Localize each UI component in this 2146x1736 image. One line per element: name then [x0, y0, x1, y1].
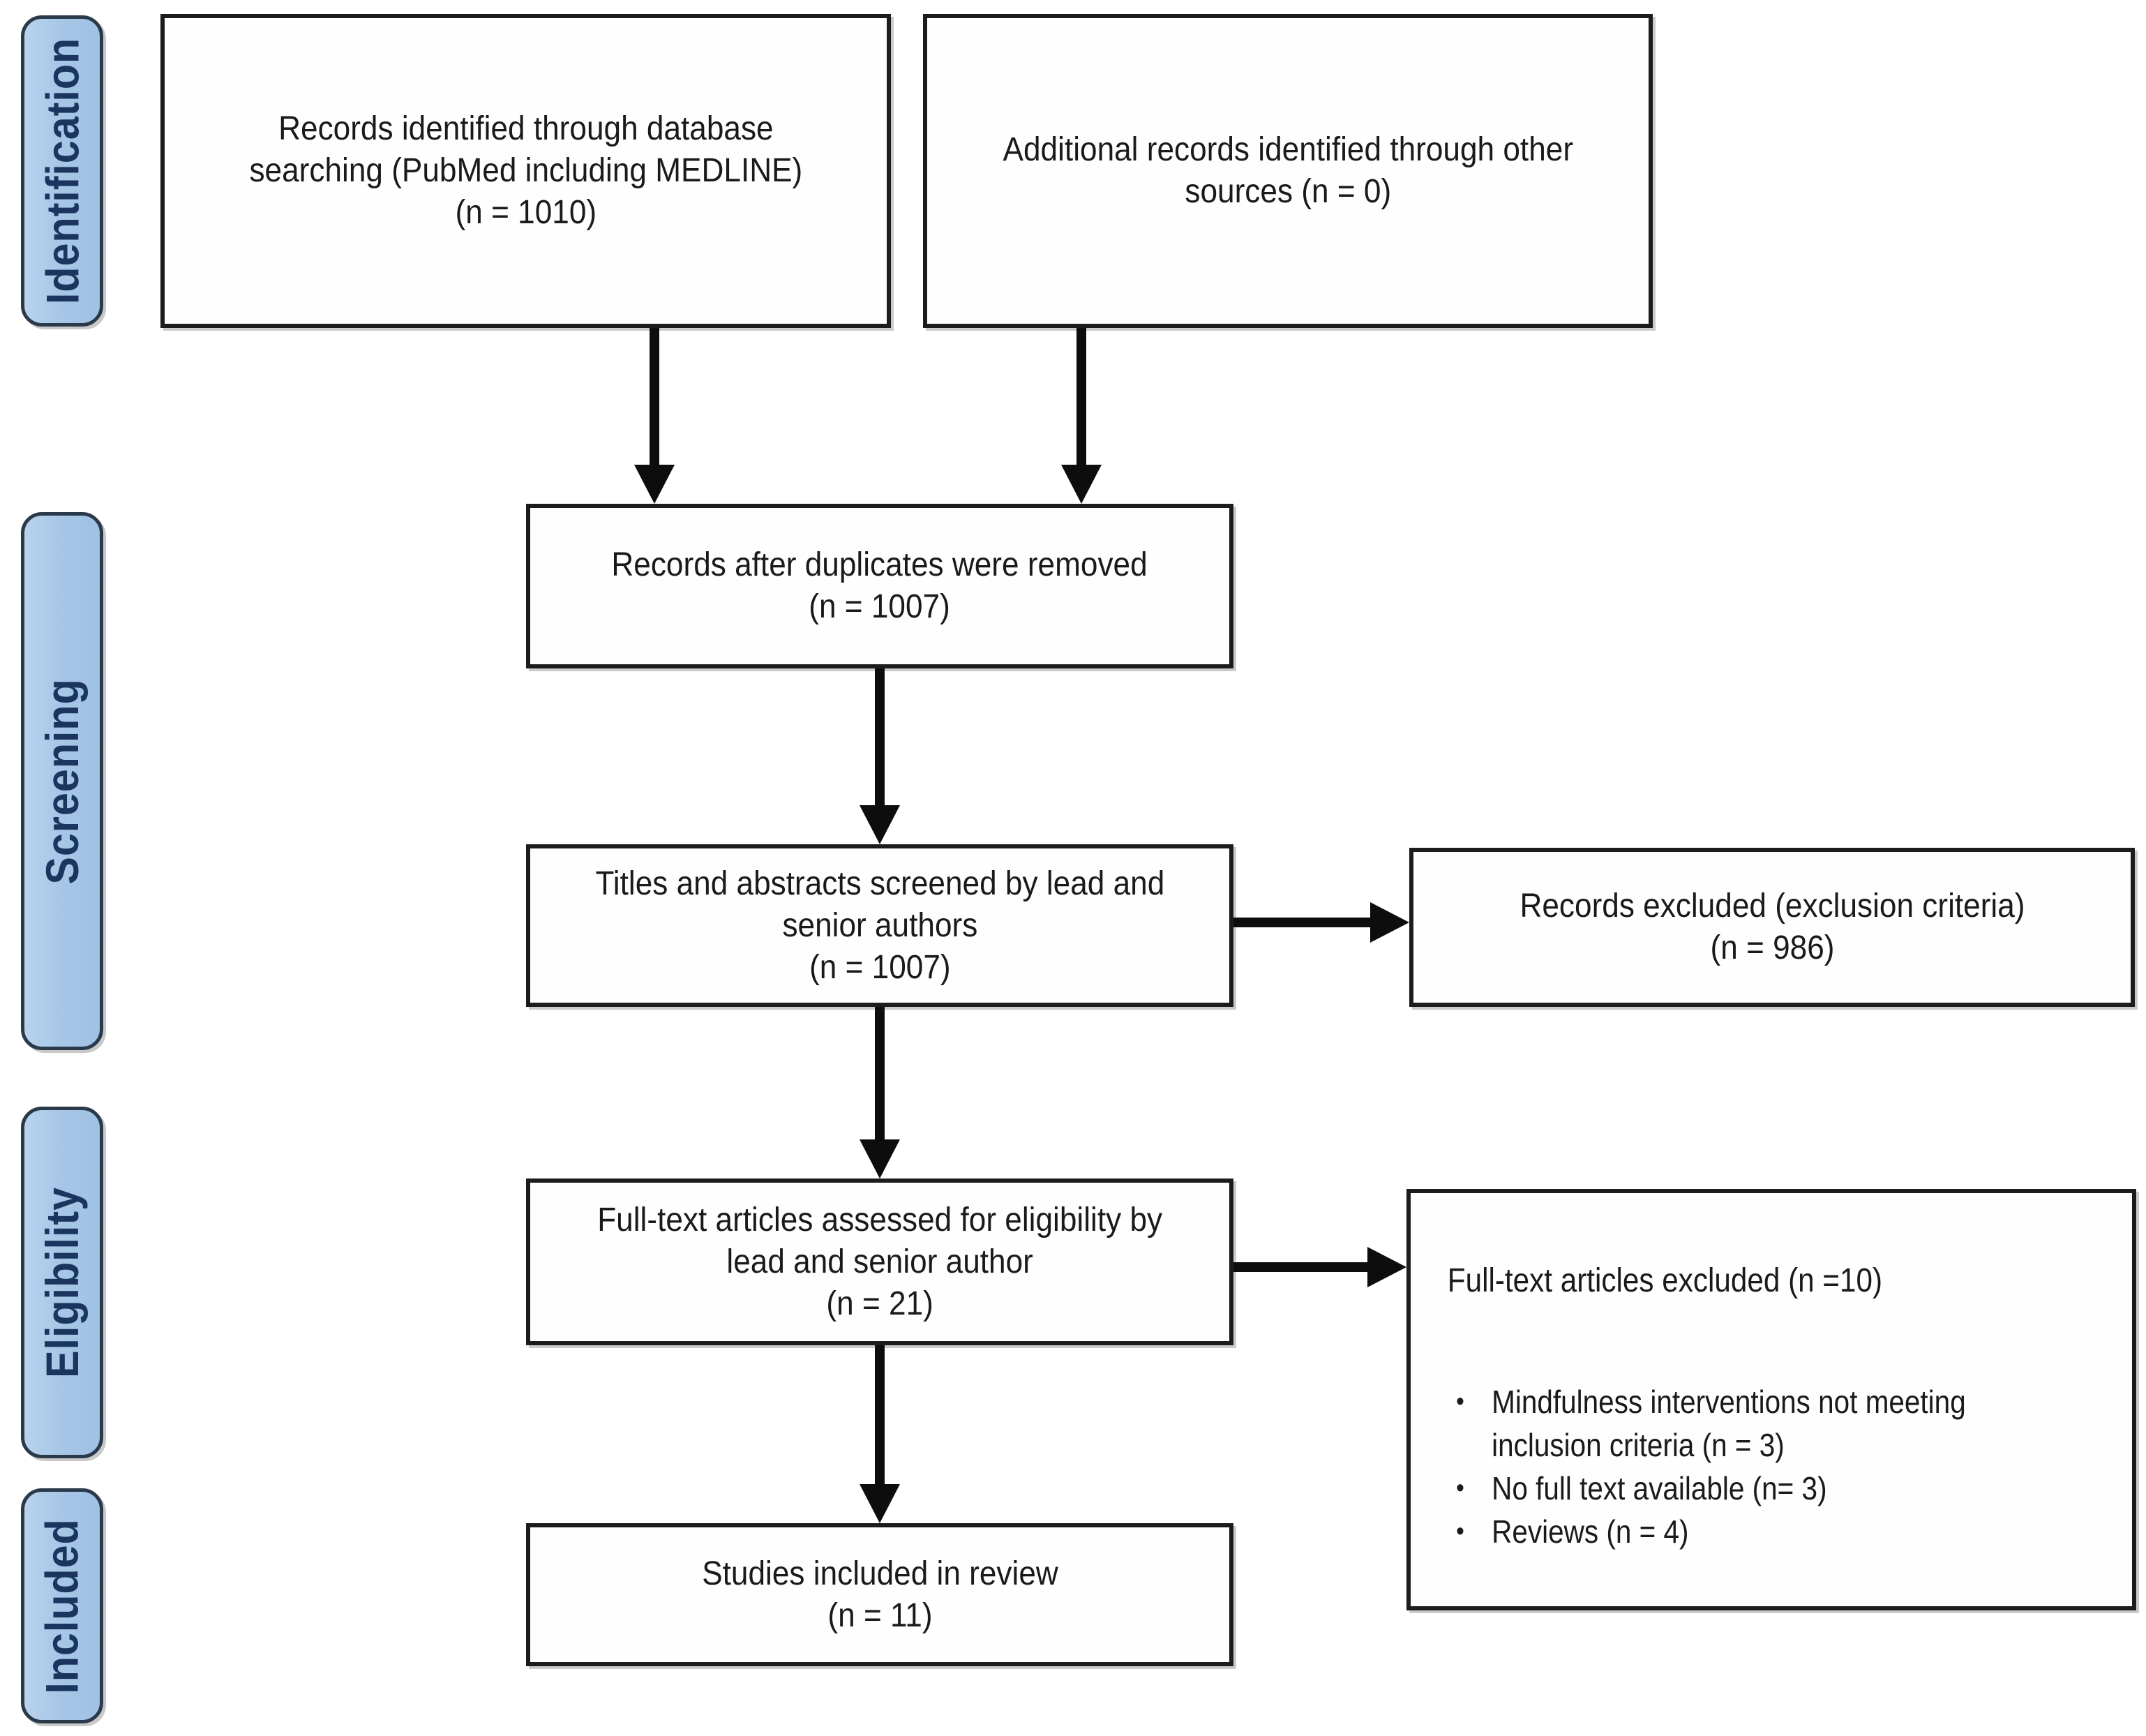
arrow-line	[875, 668, 885, 809]
box-fulltext-assessed: Full-text articles assessed for eligibil…	[526, 1178, 1233, 1345]
list-item: • Reviews (n = 4)	[1448, 1510, 2046, 1553]
stage-label-screening-text: Screening	[36, 678, 89, 885]
arrow-down-screened-to-fulltext	[860, 1007, 900, 1178]
box-duplicates-removed-text: Records after duplicates were removed (n…	[611, 546, 1148, 625]
arrow-head-down-icon	[860, 805, 900, 844]
bullet-icon: •	[1456, 1387, 1464, 1416]
arrow-head-down-icon	[634, 465, 675, 504]
arrow-head-right-icon	[1370, 902, 1409, 943]
box-additional-records: Additional records identified through ot…	[923, 14, 1653, 328]
stage-label-eligibility: Eligibility	[21, 1107, 103, 1458]
arrow-line	[1076, 328, 1086, 469]
arrow-line	[875, 1007, 885, 1144]
arrow-right-fulltext-to-excluded	[1233, 1247, 1406, 1287]
stage-label-identification-text: Identification	[36, 37, 89, 305]
arrow-head-down-icon	[1061, 465, 1102, 504]
list-item: • No full text available (n= 3)	[1448, 1467, 2046, 1510]
arrow-head-right-icon	[1367, 1247, 1406, 1287]
box-titles-screened-text: Titles and abstracts screened by lead an…	[595, 865, 1164, 986]
stage-label-included: Included	[21, 1488, 103, 1723]
arrow-down-fulltext-to-included	[860, 1345, 900, 1523]
box-titles-screened: Titles and abstracts screened by lead an…	[526, 844, 1233, 1007]
exclusion-reason-1: Mindfulness interventions not meeting in…	[1492, 1384, 1966, 1463]
box-records-identified: Records identified through database sear…	[160, 14, 891, 328]
arrow-head-down-icon	[860, 1139, 900, 1178]
list-item: • Mindfulness interventions not meeting …	[1448, 1380, 2046, 1467]
exclusion-reason-3: Reviews (n = 4)	[1492, 1513, 1689, 1550]
box-records-identified-text: Records identified through database sear…	[249, 110, 802, 231]
box-studies-included-text: Studies included in review (n = 11)	[701, 1555, 1058, 1634]
stage-label-identification: Identification	[21, 15, 103, 327]
exclusion-reason-2: No full text available (n= 3)	[1492, 1470, 1827, 1506]
box-fulltext-assessed-text: Full-text articles assessed for eligibil…	[597, 1201, 1162, 1322]
box-fulltext-excluded: Full-text articles excluded (n =10) • Mi…	[1406, 1189, 2136, 1610]
box-studies-included: Studies included in review (n = 11)	[526, 1523, 1233, 1666]
box-records-excluded: Records excluded (exclusion criteria) (n…	[1409, 848, 2135, 1007]
arrow-down-other-sources-to-duplicates	[1061, 328, 1102, 504]
box-fulltext-excluded-content: Full-text articles excluded (n =10) • Mi…	[1411, 1193, 2046, 1553]
arrow-line	[1233, 918, 1374, 927]
box-records-excluded-text: Records excluded (exclusion criteria) (n…	[1519, 888, 2025, 966]
stage-label-screening: Screening	[21, 512, 103, 1050]
arrow-down-database-to-duplicates	[634, 328, 675, 504]
arrow-line	[650, 328, 659, 469]
bullet-icon: •	[1456, 1474, 1464, 1503]
stage-label-eligibility-text: Eligibility	[36, 1187, 89, 1378]
exclusion-reason-list: • Mindfulness interventions not meeting …	[1448, 1380, 2046, 1553]
bullet-icon: •	[1456, 1517, 1464, 1546]
box-fulltext-excluded-heading: Full-text articles excluded (n =10)	[1447, 1262, 1883, 1299]
arrow-right-screened-to-excluded	[1233, 902, 1409, 943]
arrow-line	[875, 1345, 885, 1488]
box-duplicates-removed: Records after duplicates were removed (n…	[526, 504, 1233, 668]
stage-label-included-text: Included	[36, 1518, 89, 1694]
box-additional-records-text: Additional records identified through ot…	[1003, 131, 1573, 210]
arrow-down-duplicates-to-screened	[860, 668, 900, 844]
arrow-head-down-icon	[860, 1484, 900, 1523]
arrow-line	[1233, 1262, 1372, 1272]
